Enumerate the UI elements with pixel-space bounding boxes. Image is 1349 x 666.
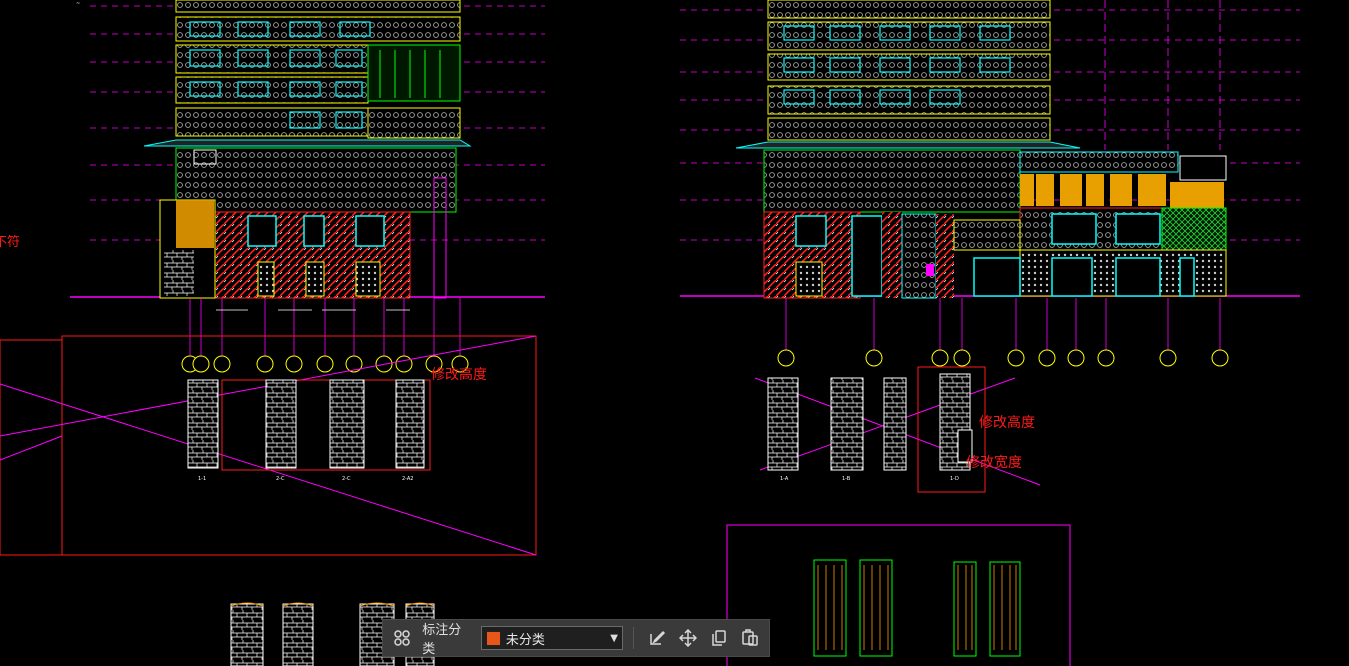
left-elevation: ~ <box>0 0 545 666</box>
copy-icon[interactable] <box>706 625 731 651</box>
svg-text:1-B: 1-B <box>842 476 851 482</box>
right-elevation: 1-A 1-B 1-D <box>680 0 1300 666</box>
right-modify-width-note[interactable]: 修改宽度 <box>966 455 1022 471</box>
annotation-toolbar: 标注分类 未分类 ▼ <box>382 619 770 657</box>
svg-text:1-D: 1-D <box>950 476 959 482</box>
left-edge-note: 不符 <box>0 235 21 250</box>
edit-icon[interactable] <box>644 625 669 651</box>
svg-text:2-A2: 2-A2 <box>402 476 413 482</box>
svg-text:1-1: 1-1 <box>198 476 206 482</box>
grid-icon[interactable] <box>389 625 414 651</box>
left-modify-height-note[interactable]: 修改高度 <box>431 367 487 383</box>
move-icon[interactable] <box>675 625 700 651</box>
svg-text:1-A: 1-A <box>780 476 789 482</box>
toolbar-divider <box>632 627 634 649</box>
right-modify-height-note[interactable]: 修改高度 <box>979 415 1035 431</box>
svg-text:2-C: 2-C <box>276 476 285 482</box>
paste-icon[interactable] <box>738 625 763 651</box>
category-label: 标注分类 <box>422 623 462 657</box>
category-value: 未分类 <box>505 632 545 648</box>
svg-text:2-C: 2-C <box>342 476 351 482</box>
chevron-down-icon: ▼ <box>610 632 618 644</box>
category-select[interactable]: 未分类 ▼ <box>480 626 623 650</box>
svg-text:~: ~ <box>76 1 80 7</box>
category-color-swatch <box>485 630 501 646</box>
